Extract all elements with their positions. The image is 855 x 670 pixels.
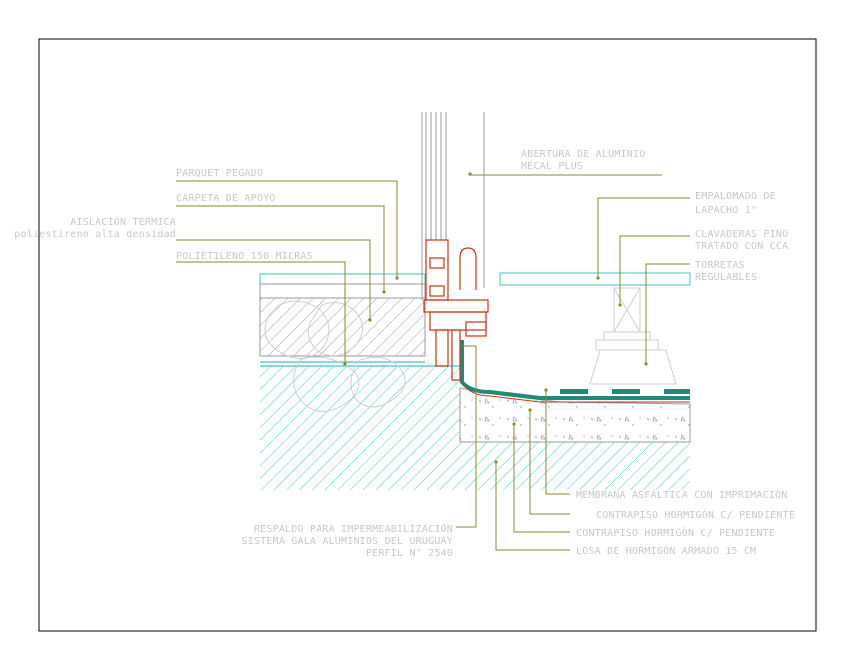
insulation-blobs xyxy=(264,300,406,412)
window-frame-aluminium xyxy=(421,112,489,381)
label-empalomado-1: EMPALOMADO DE xyxy=(695,191,776,202)
leaders xyxy=(176,174,690,551)
label-respaldo-3: PERFIL N° 2540 xyxy=(366,548,453,559)
label-losa: LOSA DE HORMIGÓN ARMADO 15 CM xyxy=(576,544,756,557)
label-torretas-2: REGULABLES xyxy=(695,272,757,283)
label-clavaderas-1: CLAVADERAS PINO xyxy=(695,229,788,240)
drawing-field: PARQUET PEGADO CARPETA DE APOYO AISLACIÓ… xyxy=(14,41,814,629)
label-respaldo-2: SISTEMA GALA ALUMINIOS DEL URUGUAY xyxy=(242,536,454,547)
label-abertura-1: ABERTURA DE ALUMINIO xyxy=(521,149,645,160)
label-parquet: PARQUET PEGADO xyxy=(176,168,263,179)
insulation-layer xyxy=(259,297,426,357)
labels: PARQUET PEGADO CARPETA DE APOYO AISLACIÓ… xyxy=(14,149,795,559)
label-polietileno: POLIETILENO 150 MICRAS xyxy=(176,251,313,262)
slab-losa xyxy=(260,366,460,490)
label-membrana: MEMBRANA ASFÁLTICA CON IMPRIMACIÓN xyxy=(576,488,788,501)
torreta-base xyxy=(589,349,677,385)
label-clavaderas-2: TRATADO CON CCA xyxy=(695,241,788,252)
label-empalomado-2: LAPACHO 1" xyxy=(695,205,757,216)
deck-assembly xyxy=(499,272,691,385)
label-contrapiso-b: CONTRAPISO HORMIGÓN C/ PENDIENTE xyxy=(576,526,775,539)
empalomado-board xyxy=(499,272,691,286)
label-abertura-2: MECAL PLUS xyxy=(521,161,583,172)
slab-losa-right xyxy=(460,442,690,490)
label-carpeta: CARPETA DE APOYO xyxy=(176,193,276,204)
label-aislacion-2: poliestireno alta densidad xyxy=(14,229,176,240)
label-torretas-1: TORRETAS xyxy=(695,260,745,271)
label-respaldo-1: RESPALDO PARA IMPERMEABILIZACIÓN xyxy=(254,522,453,535)
label-aislacion-1: AISLACIÓN TERMICA xyxy=(70,215,176,228)
label-contrapiso-a: CONTRAPISO HORMIGÓN C/ PENDIENTE xyxy=(596,508,795,521)
